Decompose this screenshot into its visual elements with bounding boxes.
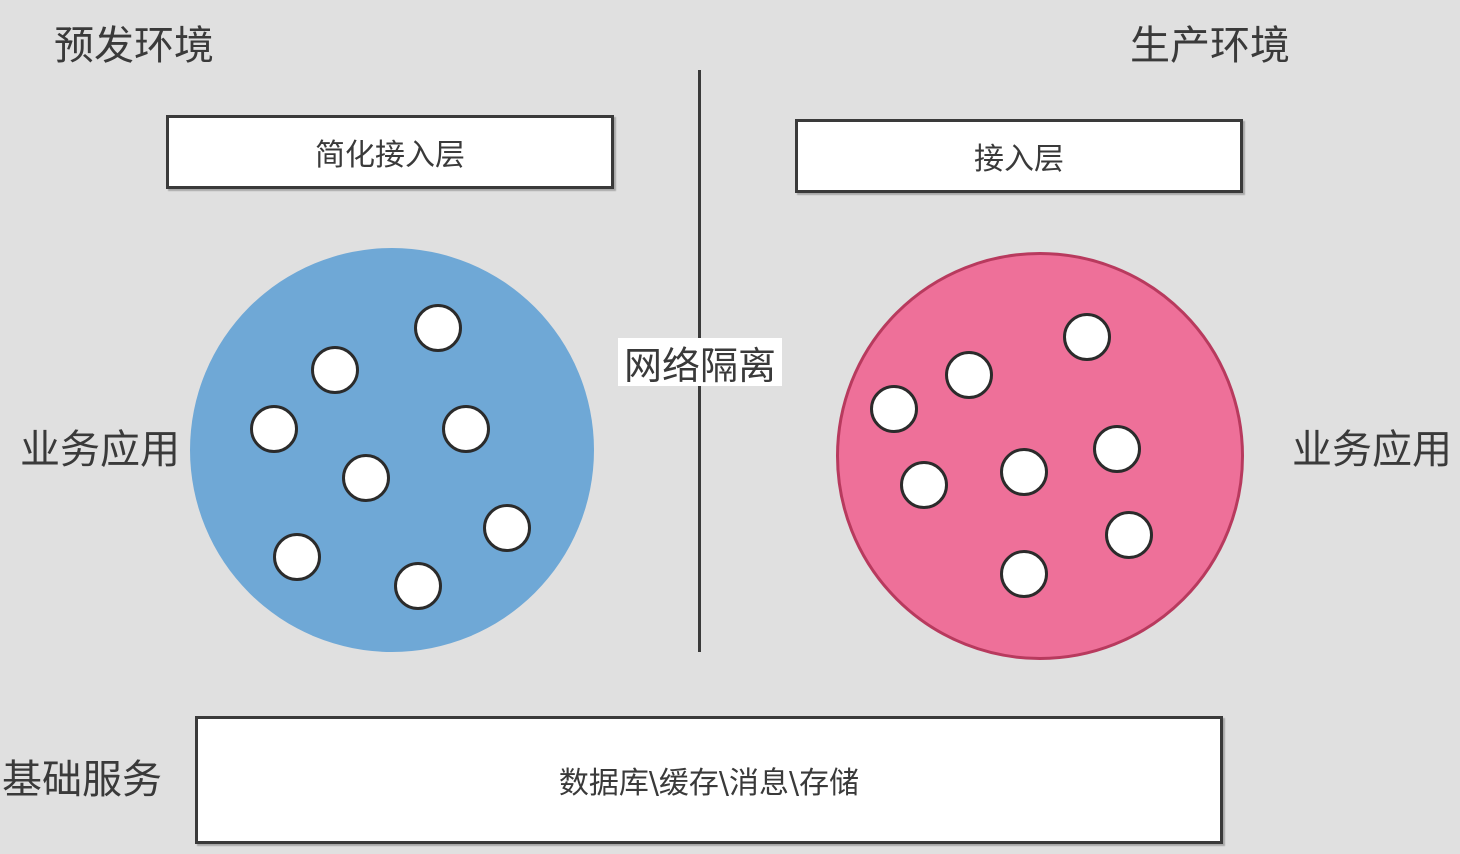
staging-instance-node: [483, 504, 531, 552]
staging-access-layer: 简化接入层: [166, 115, 614, 189]
production-access-layer-label: 接入层: [974, 142, 1064, 177]
production-instance-node: [870, 385, 918, 433]
base-services-box: 数据库\缓存\消息\存储: [195, 716, 1223, 844]
production-app-label: 业务应用: [1292, 427, 1452, 473]
production-instance-node: [900, 461, 948, 509]
production-title: 生产环境: [1130, 23, 1290, 69]
production-instance-node: [1093, 425, 1141, 473]
staging-instance-node: [442, 405, 490, 453]
network-isolation-label: 网络隔离: [618, 338, 782, 388]
production-app-cluster: [836, 252, 1244, 660]
staging-instance-node: [273, 533, 321, 581]
base-services-content: 数据库\缓存\消息\存储: [558, 766, 860, 801]
staging-title: 预发环境: [54, 23, 214, 69]
production-instance-node: [1105, 511, 1153, 559]
production-access-layer: 接入层: [795, 119, 1243, 193]
staging-instance-node: [414, 304, 462, 352]
staging-instance-node: [342, 454, 390, 502]
staging-instance-node: [394, 562, 442, 610]
staging-instance-node: [250, 405, 298, 453]
staging-access-layer-label: 简化接入层: [315, 138, 465, 173]
production-instance-node: [945, 351, 993, 399]
staging-instance-node: [311, 346, 359, 394]
staging-app-label: 业务应用: [20, 427, 180, 473]
staging-app-cluster: [190, 248, 594, 652]
production-instance-node: [1000, 550, 1048, 598]
production-instance-node: [1000, 448, 1048, 496]
base-services-label: 基础服务: [2, 757, 162, 803]
production-instance-node: [1063, 313, 1111, 361]
